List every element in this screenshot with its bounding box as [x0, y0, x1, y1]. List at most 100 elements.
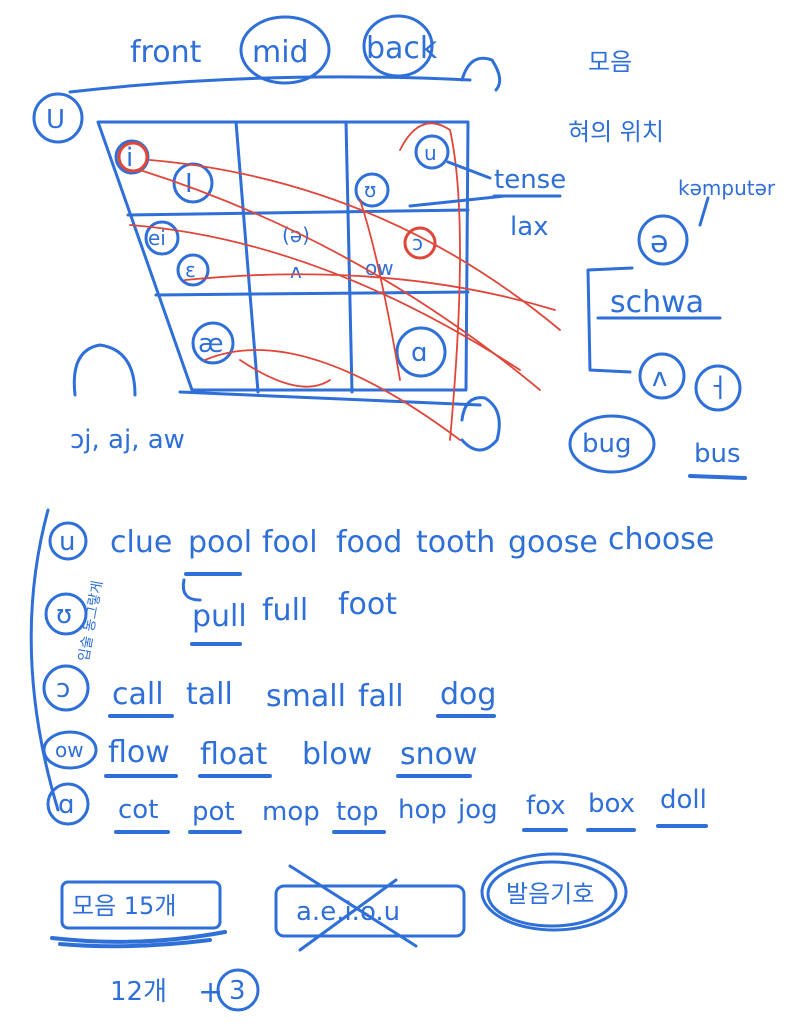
word-tall: tall — [186, 677, 233, 712]
word-top: top — [336, 797, 379, 827]
red-curve-7 — [359, 199, 401, 381]
turned-t-symbol: ㅓ — [706, 374, 730, 404]
mid-label: mid — [252, 35, 309, 70]
row-U-circle — [44, 592, 88, 636]
symbol-caret: ʌ — [290, 259, 302, 283]
corner-u-label: U — [46, 105, 65, 135]
u-circle — [414, 134, 450, 170]
word-blow: blow — [302, 737, 372, 772]
row-o-circle — [42, 664, 90, 712]
bus-label: bus — [694, 439, 741, 469]
schwa-bracket — [586, 266, 634, 374]
row-U-symbol: ʊ — [56, 600, 72, 630]
red-curve-3 — [129, 224, 521, 371]
caret-symbol: ʌ — [652, 363, 667, 393]
bug-circle — [568, 414, 656, 474]
tongue-position-label: 혀의 위치 — [568, 118, 664, 146]
word-choose: choose — [608, 522, 714, 557]
red-curve-1 — [149, 159, 561, 331]
symbol-ae: æ — [198, 329, 224, 359]
cross-line-2 — [298, 878, 398, 952]
o-red-circle — [403, 226, 437, 260]
front-label: front — [130, 35, 202, 70]
grid-col-2 — [344, 120, 354, 394]
kamputer-arrow — [698, 196, 710, 227]
bottom-right-curl — [460, 396, 501, 452]
word-flow: flow — [108, 735, 170, 770]
phonetic-label: 발음기호 — [506, 880, 594, 908]
word-food: food — [336, 525, 402, 560]
ei-circle — [144, 220, 180, 256]
grid-col-1 — [234, 120, 260, 394]
schwa-label: schwa — [610, 285, 704, 320]
row-ow-symbol: ow — [55, 738, 84, 762]
caret-circle — [638, 352, 686, 400]
bug-label: bug — [582, 429, 632, 459]
word-hop: hop — [398, 795, 447, 825]
word-snow: snow — [400, 737, 478, 772]
schwa-circle — [637, 214, 689, 266]
pool-pull-link — [181, 578, 202, 602]
word-goose: goose — [508, 525, 598, 560]
a-circle — [395, 326, 447, 378]
row-ow-circle — [42, 730, 98, 770]
lax-label: lax — [510, 212, 549, 242]
row-a-circle — [46, 782, 90, 826]
mid-circle — [239, 15, 331, 85]
three-label: 3 — [229, 976, 246, 1006]
word-mop: mop — [262, 797, 320, 827]
phonetic-circle-inner — [486, 860, 618, 928]
row-a-symbol: ɑ — [58, 790, 75, 820]
word-pot: pot — [192, 797, 235, 827]
moeum-label: 모음 — [588, 48, 632, 76]
symbol-U: ʊ — [364, 178, 376, 202]
cross-line-1 — [288, 864, 418, 948]
word-small: small — [266, 679, 346, 714]
diphthongs-label: ɔj, aj, aw — [70, 425, 185, 455]
lax-pointer — [408, 194, 507, 208]
vowels15-underline-2 — [58, 938, 212, 949]
e-circle — [176, 253, 210, 287]
corner-a-curl — [72, 343, 137, 397]
symbol-u: u — [424, 141, 437, 165]
phonetic-circle — [480, 852, 628, 932]
word-float: float — [200, 737, 268, 772]
ae-circle — [191, 321, 235, 365]
word-cot: cot — [118, 795, 158, 825]
row-U-note: 입술 동그랗게 — [76, 579, 106, 662]
trapezoid-bottom-line — [178, 390, 482, 407]
vowels15-box — [60, 880, 222, 930]
grid-row-1 — [126, 208, 470, 217]
schwa-symbol: ə — [650, 225, 668, 260]
U-circle — [354, 172, 390, 208]
vowels15-label: 모음 15개 — [72, 892, 176, 920]
symbol-e: ɛ — [185, 258, 196, 282]
red-curve-8 — [239, 359, 331, 388]
word-pull: pull — [192, 599, 247, 634]
word-list-bracket — [29, 508, 60, 812]
row-u-symbol: u — [59, 527, 75, 557]
tense-pointer — [446, 160, 492, 180]
word-box: box — [588, 789, 635, 819]
word-call: call — [112, 677, 164, 712]
red-curve-5 — [204, 349, 461, 441]
symbol-ei: ei — [148, 226, 166, 250]
word-tooth: tooth — [416, 525, 495, 560]
symbol-I: I — [185, 169, 193, 199]
vowels15-underline-1 — [50, 930, 227, 944]
word-clue: clue — [110, 525, 172, 560]
top-arc — [68, 75, 472, 94]
I-circle — [172, 162, 214, 204]
i-red-circle — [117, 141, 149, 173]
back-label: back — [366, 31, 438, 66]
word-jog: jog — [457, 795, 498, 825]
count12-label: 12개 — [110, 977, 167, 1007]
corner-u-circle — [32, 92, 84, 144]
top-right-curl — [460, 56, 502, 92]
crossed-box — [274, 884, 466, 938]
word-fall: fall — [358, 679, 404, 714]
word-doll: doll — [660, 785, 707, 815]
symbol-a: ɑ — [411, 338, 428, 368]
word-foot: foot — [338, 587, 397, 622]
